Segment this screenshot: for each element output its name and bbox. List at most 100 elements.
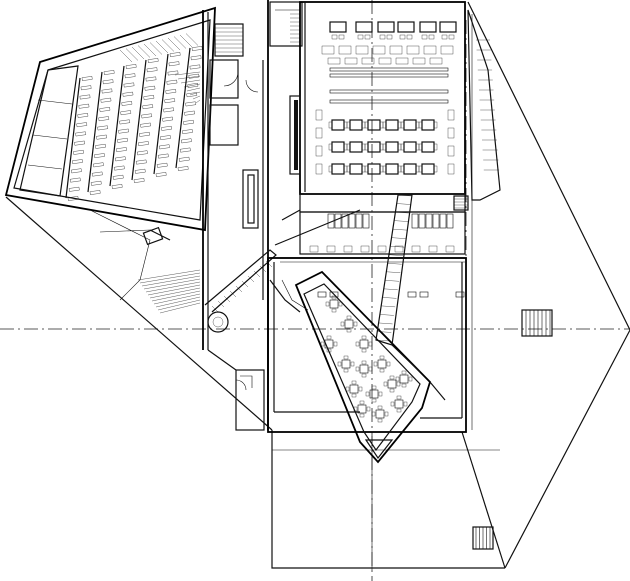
chair xyxy=(359,413,365,418)
seat-row xyxy=(89,190,101,195)
chair xyxy=(328,143,333,151)
seat-row xyxy=(147,58,159,63)
chair xyxy=(408,376,413,382)
stair-tread xyxy=(189,91,201,96)
seat-row xyxy=(164,98,176,104)
diagonal-corridor xyxy=(204,249,277,313)
chair xyxy=(406,34,413,40)
auditorium-outline xyxy=(4,6,216,232)
seat-row xyxy=(76,122,88,128)
reading-table xyxy=(367,163,381,175)
seat-row xyxy=(115,156,126,162)
shelf-unit xyxy=(361,57,375,65)
cafe-table xyxy=(349,384,359,394)
chair xyxy=(346,121,351,129)
seat-row xyxy=(134,168,146,174)
stair-tread xyxy=(235,285,243,293)
diagonal-wall-short xyxy=(281,209,301,221)
shelf-unit xyxy=(378,57,392,65)
small-desk xyxy=(317,291,327,298)
desk xyxy=(397,21,415,33)
chair xyxy=(371,411,376,417)
chair xyxy=(403,401,408,407)
seat-row xyxy=(77,113,89,118)
seat-row xyxy=(156,162,168,168)
cafe-wedge-outline xyxy=(294,270,432,464)
ramp-step xyxy=(378,322,393,325)
basin xyxy=(343,245,353,253)
chair xyxy=(371,398,377,403)
top-desks xyxy=(321,21,457,55)
chair xyxy=(364,165,369,173)
desk xyxy=(423,45,437,55)
cafe-table xyxy=(387,379,397,389)
reading-table xyxy=(421,119,435,131)
desk xyxy=(377,21,395,33)
reading-table xyxy=(385,141,399,153)
bottom-right-diagonal xyxy=(461,431,506,569)
seat-row xyxy=(177,166,189,171)
stair-tread xyxy=(131,46,145,60)
cafe-table xyxy=(344,319,354,329)
desk xyxy=(440,45,454,55)
right-site-edge xyxy=(467,1,630,569)
stair-tread xyxy=(119,49,133,63)
chair xyxy=(371,385,377,390)
ramp-step xyxy=(375,339,391,342)
lobby-step xyxy=(147,284,201,296)
chair xyxy=(364,143,369,151)
chair xyxy=(355,366,360,372)
bottom-site-rectangle xyxy=(271,430,505,569)
chair xyxy=(386,361,391,367)
reading-table xyxy=(421,141,435,153)
stair-tread xyxy=(211,305,219,313)
seat-row xyxy=(161,125,172,131)
seat-row xyxy=(99,107,111,112)
seat-band-edge xyxy=(109,65,125,187)
chair xyxy=(331,308,337,313)
lower-core-room xyxy=(235,369,265,431)
wc-stalls xyxy=(309,213,455,253)
seat-band-edge xyxy=(153,53,169,175)
shelf-unit xyxy=(344,57,358,65)
shelf-unit xyxy=(429,57,443,65)
stair-tread xyxy=(229,290,237,298)
cafe-wedge-inner xyxy=(303,283,421,452)
chair xyxy=(346,328,352,333)
chair xyxy=(421,34,428,40)
seat-row xyxy=(186,92,198,98)
chair xyxy=(441,34,448,40)
wc-stall xyxy=(362,213,370,229)
chair xyxy=(396,381,401,387)
chair xyxy=(345,386,350,392)
stair-tread xyxy=(183,83,201,88)
desk xyxy=(321,45,335,55)
small-desks xyxy=(317,291,465,298)
column-frame xyxy=(289,95,301,175)
foyer-wall xyxy=(149,229,171,241)
wc-stall xyxy=(334,213,342,229)
chair xyxy=(361,335,367,340)
stage-line xyxy=(37,99,73,105)
cafe-table xyxy=(369,389,379,399)
ramp-step xyxy=(377,331,392,333)
wc-stall xyxy=(348,213,356,229)
ramp-step xyxy=(387,263,402,265)
reading-table xyxy=(421,163,435,175)
chair xyxy=(418,121,423,129)
chair xyxy=(333,341,338,347)
seat-row xyxy=(123,82,135,88)
chair xyxy=(382,165,387,173)
chair xyxy=(384,411,389,417)
chair xyxy=(399,34,406,40)
chair xyxy=(351,380,357,385)
cafe-table xyxy=(377,359,387,369)
seat-row xyxy=(185,101,197,107)
lobby-step xyxy=(149,287,201,299)
chair xyxy=(400,143,405,151)
seat-row xyxy=(73,149,84,155)
cafe-table xyxy=(324,339,334,349)
core-room xyxy=(209,59,239,99)
chair xyxy=(359,400,365,405)
